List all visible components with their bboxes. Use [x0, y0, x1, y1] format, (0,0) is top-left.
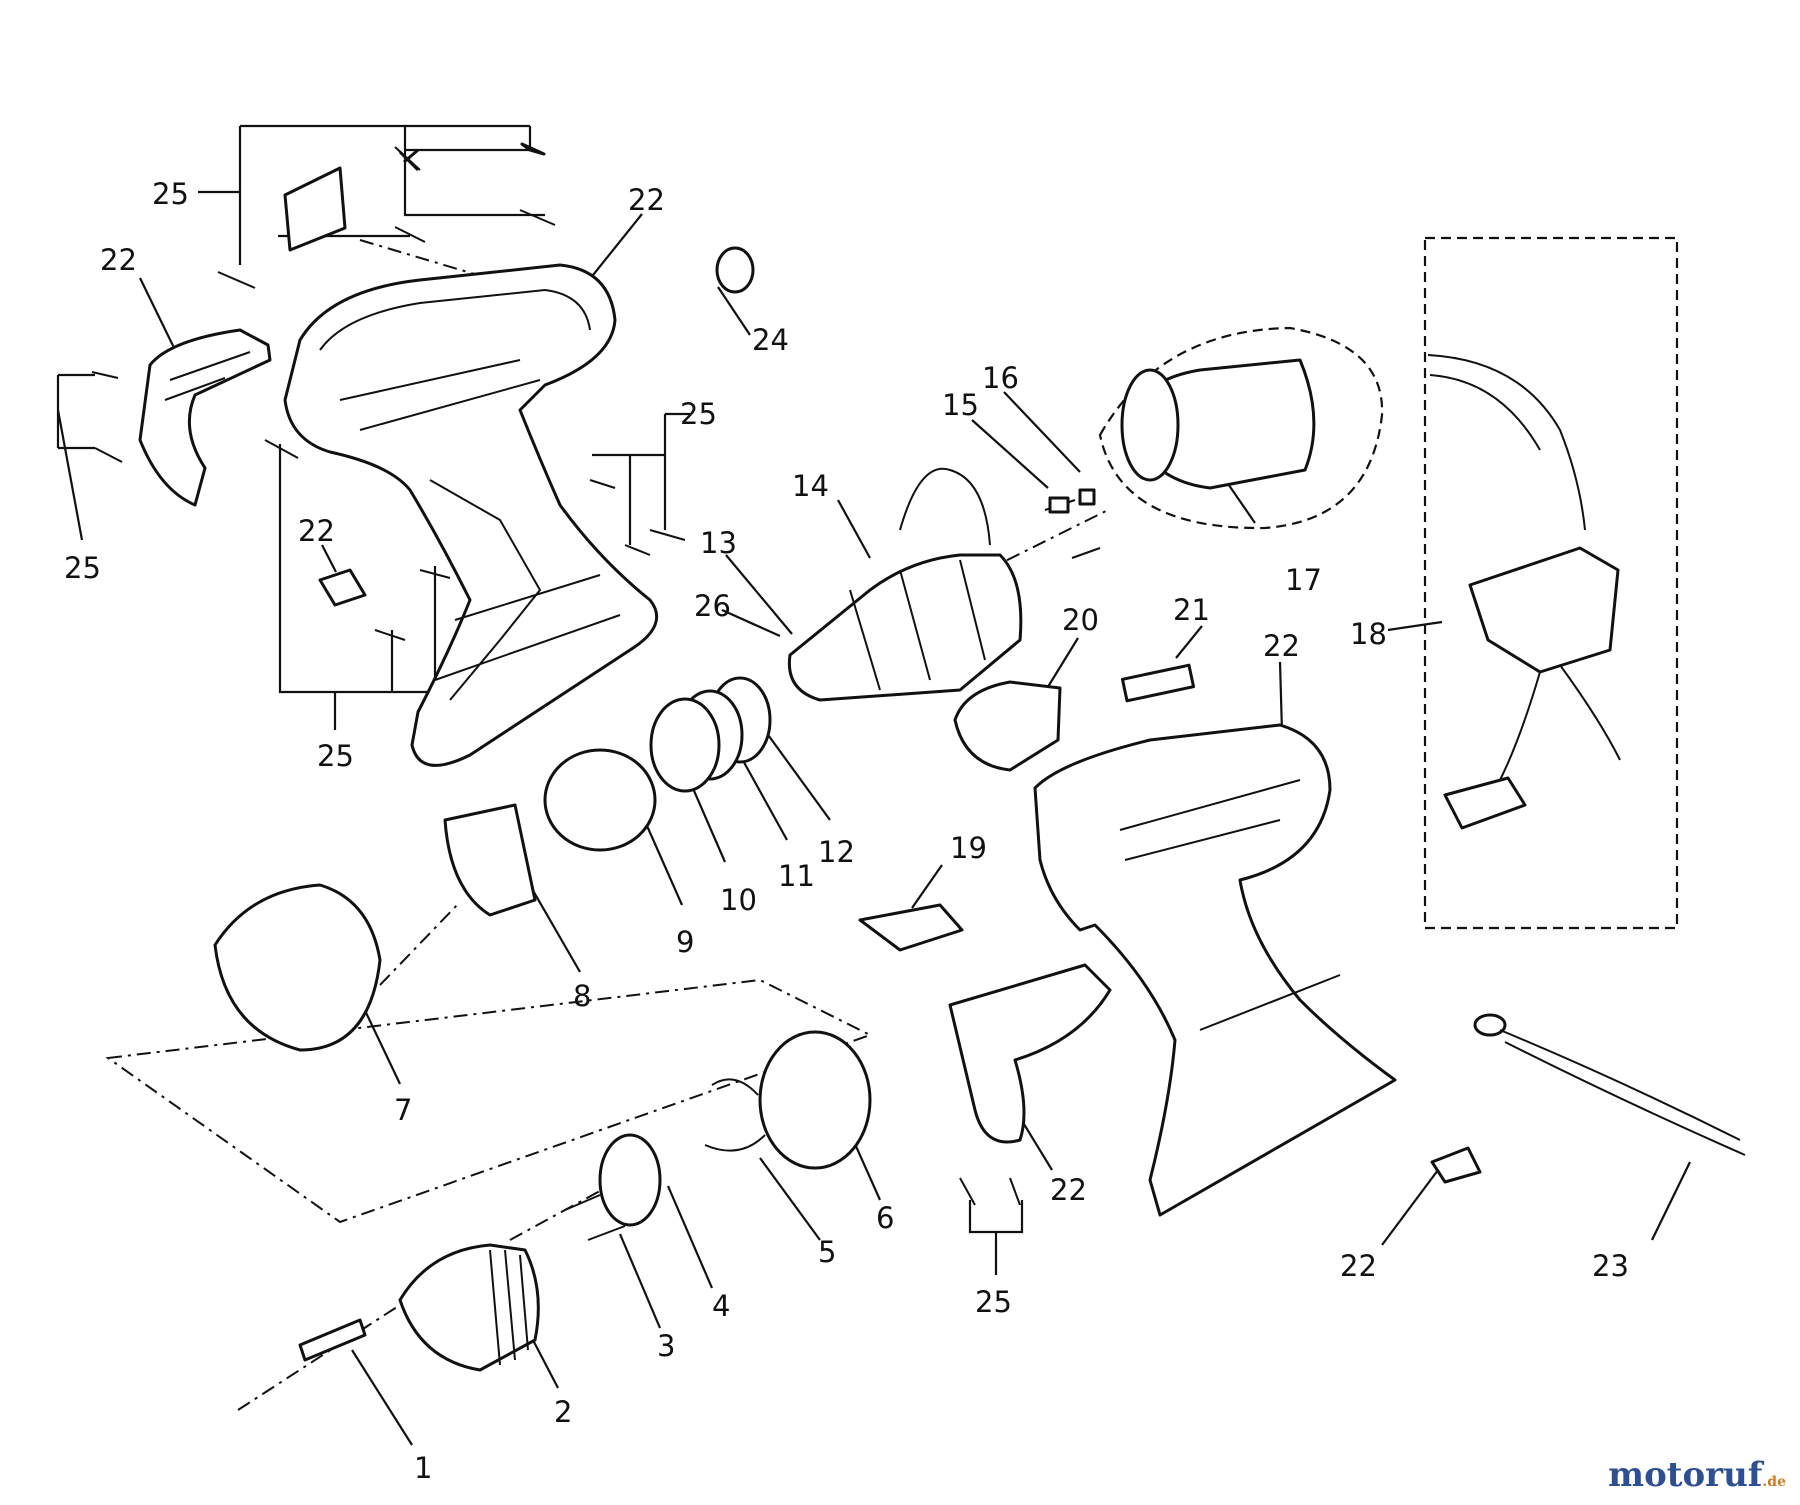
callout-12: 12: [818, 835, 855, 869]
callout-21: 21: [1173, 593, 1210, 627]
callout-25: 25: [64, 551, 101, 585]
callout-1: 1: [414, 1451, 432, 1485]
switch-assembly-box: [1423, 236, 1679, 930]
housing-8: [443, 803, 537, 917]
rear-cap-22: [138, 328, 272, 507]
callout-19: 19: [950, 831, 987, 865]
callout-3: 3: [657, 1329, 675, 1363]
callout-5: 5: [818, 1235, 836, 1269]
callout-10: 10: [720, 883, 757, 917]
pins-3: [564, 1194, 626, 1241]
callout-14: 14: [792, 469, 829, 503]
callout-18: 18: [1350, 617, 1387, 651]
leader-lines: [56, 124, 1691, 1446]
callout-9: 9: [676, 925, 694, 959]
clip-5: [704, 1078, 766, 1152]
ring-10: [649, 697, 721, 793]
side-cover-22: [948, 963, 1112, 1144]
callout-24: 24: [752, 323, 789, 357]
callout-13: 13: [700, 526, 737, 560]
callout-labels: 25 22 22 24 25 22 25 25 16 15 14 13 26 1…: [64, 177, 1629, 1485]
callout-22: 22: [298, 514, 335, 548]
gear-9: [543, 748, 657, 852]
gearbox-14: [787, 467, 1023, 702]
brush-15: [1048, 496, 1070, 514]
right-housing-22: [1033, 723, 1397, 1217]
callout-16: 16: [982, 361, 1019, 395]
watermark-name: motoruf: [1608, 1455, 1763, 1495]
clip-22: [318, 568, 367, 607]
label-plate: [283, 166, 347, 252]
callout-20: 20: [1062, 603, 1099, 637]
callout-22: 22: [1050, 1173, 1087, 1207]
callout-23: 23: [1592, 1249, 1629, 1283]
callout-22: 22: [628, 183, 665, 217]
plate-4: [598, 1133, 662, 1227]
callout-26: 26: [694, 589, 731, 623]
callout-6: 6: [876, 1201, 894, 1235]
wrist-strap-23: [1473, 1013, 1746, 1156]
callout-22: 22: [1340, 1249, 1377, 1283]
callout-4: 4: [712, 1289, 730, 1323]
left-housing-22: [283, 263, 659, 767]
callout-25: 25: [152, 177, 189, 211]
clip-22-lower: [1430, 1146, 1482, 1184]
callout-15: 15: [942, 388, 979, 422]
callout-2: 2: [554, 1395, 572, 1429]
motor-17: [1120, 358, 1316, 490]
screw-1: [298, 1318, 367, 1362]
callout-25: 25: [975, 1285, 1012, 1319]
motor-outline: [1098, 326, 1384, 530]
chuck-2: [398, 1243, 540, 1372]
callout-22: 22: [100, 243, 137, 277]
contact-21: [1120, 663, 1196, 703]
clutch-collar-7: [213, 883, 382, 1052]
plate-6: [758, 1030, 872, 1170]
direction-switch-20: [953, 680, 1062, 772]
screws-25: [91, 142, 1101, 1206]
callout-17: 17: [1285, 563, 1322, 597]
brush-16: [1078, 488, 1096, 506]
watermark-logo: motoruf.de: [1608, 1455, 1786, 1495]
switch-18: [1427, 354, 1621, 830]
callout-7: 7: [394, 1093, 412, 1127]
chuck-group-outline: [105, 978, 873, 1224]
callout-8: 8: [573, 979, 591, 1013]
callout-22: 22: [1263, 629, 1300, 663]
callout-25: 25: [680, 397, 717, 431]
callout-25: 25: [317, 739, 354, 773]
watermark-tld: .de: [1762, 1474, 1786, 1490]
bit-holder-24: [715, 246, 755, 294]
callout-11: 11: [778, 859, 815, 893]
trigger-19: [858, 903, 964, 952]
